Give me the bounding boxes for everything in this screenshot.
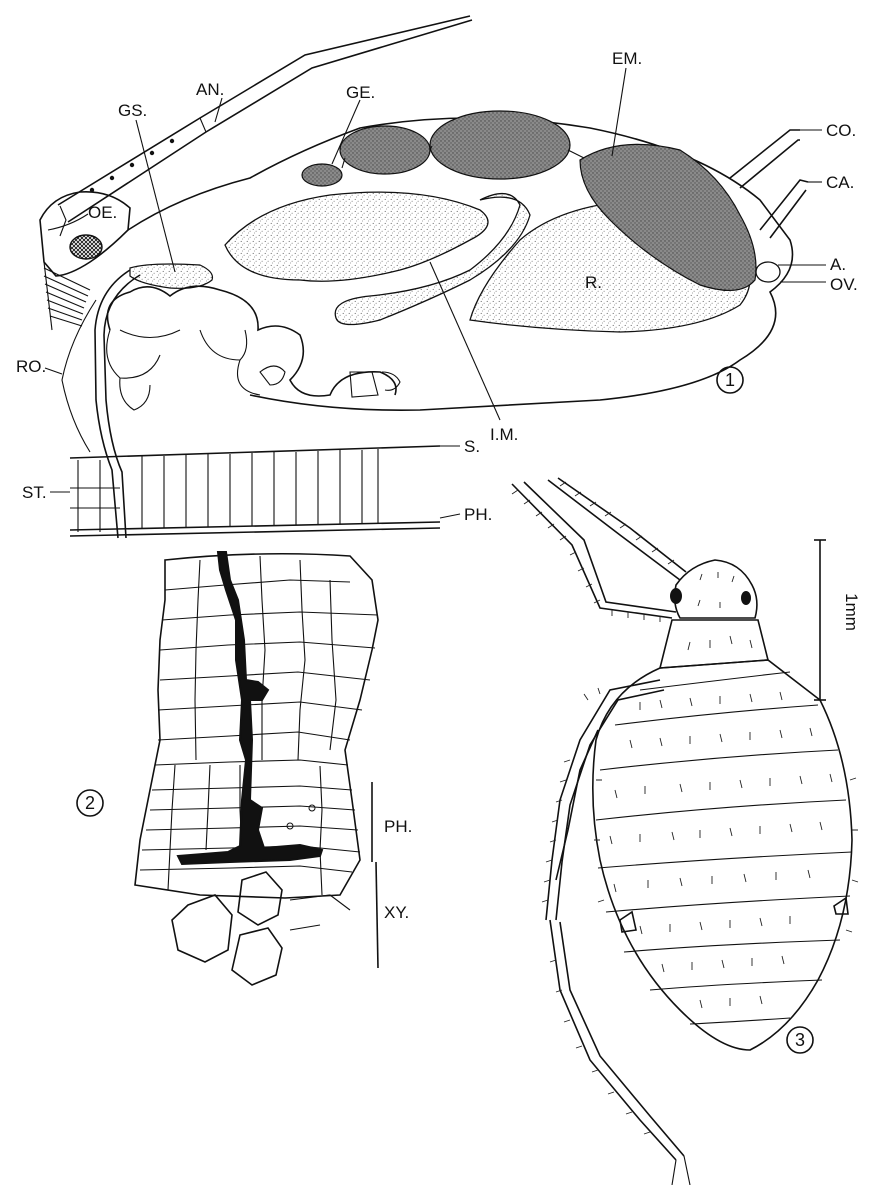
aphid-siphunculus-right — [834, 898, 848, 914]
aphid-antennae — [512, 478, 686, 622]
label-r: R. — [585, 273, 602, 292]
cibarial-pump — [44, 262, 90, 330]
ovary — [756, 262, 780, 282]
salivary-gland — [130, 264, 213, 288]
aphid-setae — [594, 572, 858, 1008]
aphid-legs — [542, 680, 690, 1185]
label-ge: GE. — [346, 83, 375, 102]
eye-oe — [70, 235, 102, 259]
label-em: EM. — [612, 49, 642, 68]
scale-bar: 1mm — [814, 540, 861, 700]
aphid-head — [675, 560, 757, 618]
figure-2-stylet-track: PH. XY. 2 — [77, 552, 412, 985]
label-oe: OE. — [88, 203, 117, 222]
stomach — [225, 192, 488, 281]
leaf-tissue-strip: S. ST. PH. — [22, 437, 492, 536]
label-s: S. — [464, 437, 480, 456]
label-an: AN. — [196, 80, 224, 99]
aphid-eye-right — [741, 591, 751, 605]
figure-2-number: 2 — [85, 793, 95, 813]
label-ph-top: PH. — [464, 505, 492, 524]
scale-bar-label: 1mm — [842, 593, 861, 631]
label-a: A. — [830, 255, 846, 274]
germarium — [302, 164, 342, 186]
label-ro: RO. — [16, 357, 46, 376]
cornicle — [730, 130, 800, 188]
label-ov: OV. — [830, 275, 858, 294]
embryo-1 — [340, 126, 430, 174]
embryo-2 — [430, 111, 570, 179]
label-ca: CA. — [826, 173, 854, 192]
figure-3-aphid-habitus: 1mm 3 — [512, 478, 861, 1185]
label-ph-fig2: PH. — [384, 817, 412, 836]
figure-1-number: 1 — [725, 370, 735, 390]
figure-3-number: 3 — [795, 1030, 805, 1050]
label-xy: XY. — [384, 903, 409, 922]
label-im: I.M. — [490, 425, 518, 444]
label-gs: GS. — [118, 101, 147, 120]
label-st: ST. — [22, 483, 47, 502]
xylem-vessels — [172, 872, 350, 985]
aphid-eye-left — [670, 588, 682, 604]
label-co: CO. — [826, 121, 856, 140]
aphid-abdomen — [593, 660, 852, 1050]
